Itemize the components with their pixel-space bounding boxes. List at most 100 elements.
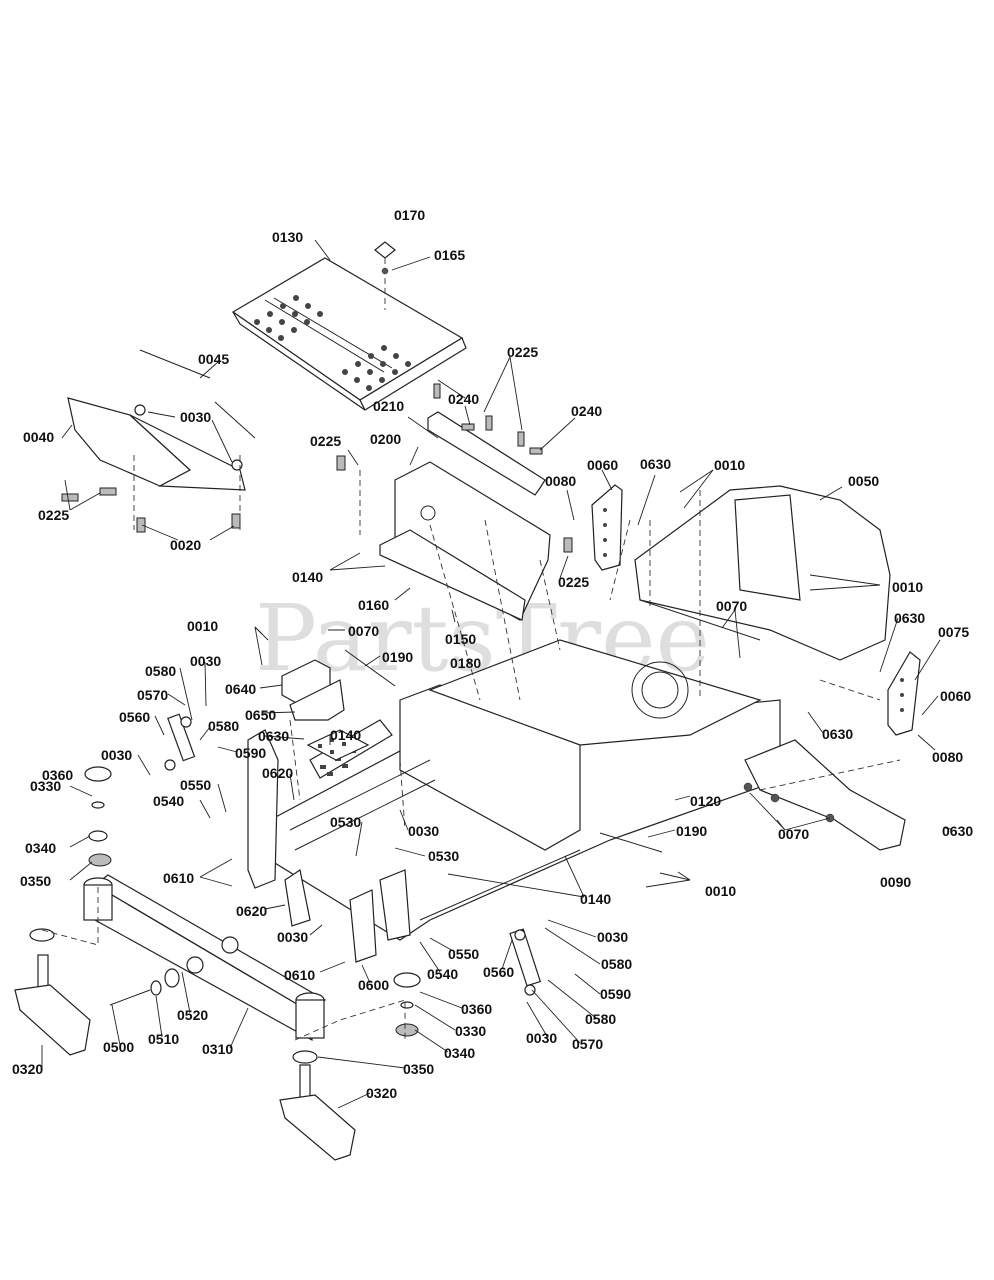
callout-0620: 0620 (236, 903, 267, 919)
callout-0580: 0580 (208, 718, 239, 734)
spindle-0320-right (279, 1050, 356, 1161)
callout-0140: 0140 (580, 891, 611, 907)
plate-0075 (887, 651, 921, 736)
callout-0070: 0070 (716, 598, 747, 614)
callout-0350: 0350 (403, 1061, 434, 1077)
callout-0020: 0020 (170, 537, 201, 553)
bracket-0210 (427, 383, 546, 496)
callout-0045: 0045 (198, 351, 229, 367)
leader-lines (41, 239, 952, 1109)
callout-0620: 0620 (262, 765, 293, 781)
callout-0640: 0640 (225, 681, 256, 697)
callout-0500: 0500 (103, 1039, 134, 1055)
callout-0225: 0225 (38, 507, 69, 523)
callout-0340: 0340 (25, 840, 56, 856)
callout-0630: 0630 (258, 728, 289, 744)
callout-0150: 0150 (445, 631, 476, 647)
callout-0030: 0030 (597, 929, 628, 945)
callout-0330: 0330 (30, 778, 61, 794)
callout-0560: 0560 (119, 709, 150, 725)
callout-0060: 0060 (587, 457, 618, 473)
assembly-lines (41, 455, 901, 1041)
callout-0330: 0330 (455, 1023, 486, 1039)
callout-0030: 0030 (408, 823, 439, 839)
callout-0030: 0030 (180, 409, 211, 425)
callout-0070: 0070 (348, 623, 379, 639)
callout-0010: 0010 (892, 579, 923, 595)
callout-0030: 0030 (277, 929, 308, 945)
callout-0580: 0580 (145, 663, 176, 679)
callout-0610: 0610 (163, 870, 194, 886)
fender-0050 (634, 485, 891, 661)
callout-0540: 0540 (153, 793, 184, 809)
callout-0580: 0580 (601, 956, 632, 972)
callout-0070: 0070 (778, 826, 809, 842)
callout-0010: 0010 (714, 457, 745, 473)
callout-0080: 0080 (545, 473, 576, 489)
bushing-0360-right (393, 972, 421, 1037)
callout-0140: 0140 (330, 727, 361, 743)
callout-0320: 0320 (12, 1061, 43, 1077)
callout-0120: 0120 (690, 793, 721, 809)
callout-0320: 0320 (366, 1085, 397, 1101)
callout-0630: 0630 (894, 610, 925, 626)
callout-0550: 0550 (180, 777, 211, 793)
callout-0590: 0590 (600, 986, 631, 1002)
callout-0240: 0240 (571, 403, 602, 419)
callout-0570: 0570 (137, 687, 168, 703)
callout-0610: 0610 (284, 967, 315, 983)
knob-0170 (374, 241, 396, 310)
callout-0520: 0520 (177, 1007, 208, 1023)
callout-0075: 0075 (938, 624, 969, 640)
callout-0225: 0225 (507, 344, 538, 360)
callout-0540: 0540 (427, 966, 458, 982)
callout-0010: 0010 (705, 883, 736, 899)
callout-0225: 0225 (310, 433, 341, 449)
bolt-0500 (109, 968, 180, 1006)
callout-0060: 0060 (940, 688, 971, 704)
bracket-0620 (247, 729, 311, 927)
callout-0630: 0630 (640, 456, 671, 472)
bushing-0360-left (84, 766, 112, 867)
plate-0060 (591, 484, 623, 571)
callout-0340: 0340 (444, 1045, 475, 1061)
callout-0600: 0600 (358, 977, 389, 993)
seat-bracket-0640 (281, 659, 345, 721)
callout-0140: 0140 (292, 569, 323, 585)
callout-labels: 0170 0130 0165 0045 0225 0030 0040 0240 … (12, 207, 973, 1101)
callout-0030: 0030 (526, 1030, 557, 1046)
floor-plate-0130 (231, 257, 467, 411)
callout-0530: 0530 (428, 848, 459, 864)
callout-0560: 0560 (483, 964, 514, 980)
callout-0570: 0570 (572, 1036, 603, 1052)
callout-0190: 0190 (676, 823, 707, 839)
callout-0130: 0130 (272, 229, 303, 245)
callout-0580: 0580 (585, 1011, 616, 1027)
rod-0190 (344, 649, 663, 853)
callout-0170: 0170 (394, 207, 425, 223)
callout-0530: 0530 (330, 814, 361, 830)
callout-0200: 0200 (370, 431, 401, 447)
callout-0630: 0630 (942, 823, 973, 839)
side-guard-0040 (61, 349, 256, 533)
callout-0165: 0165 (434, 247, 465, 263)
callout-0310: 0310 (202, 1041, 233, 1057)
mount-plate-0140 (306, 729, 370, 761)
callout-0225: 0225 (558, 574, 589, 590)
callout-0360: 0360 (42, 767, 73, 783)
callout-0240: 0240 (448, 391, 479, 407)
bracket-0600 (349, 869, 411, 963)
callout-0160: 0160 (358, 597, 389, 613)
callout-0010: 0010 (187, 618, 218, 634)
callout-0210: 0210 (373, 398, 404, 414)
callout-0630: 0630 (822, 726, 853, 742)
shock-0570-right (509, 928, 542, 996)
callout-0040: 0040 (23, 429, 54, 445)
deflector-0090 (743, 739, 906, 851)
callout-0030: 0030 (190, 653, 221, 669)
callout-0360: 0360 (461, 1001, 492, 1017)
callout-0080: 0080 (932, 749, 963, 765)
callout-0510: 0510 (148, 1031, 179, 1047)
callout-0180: 0180 (450, 655, 481, 671)
